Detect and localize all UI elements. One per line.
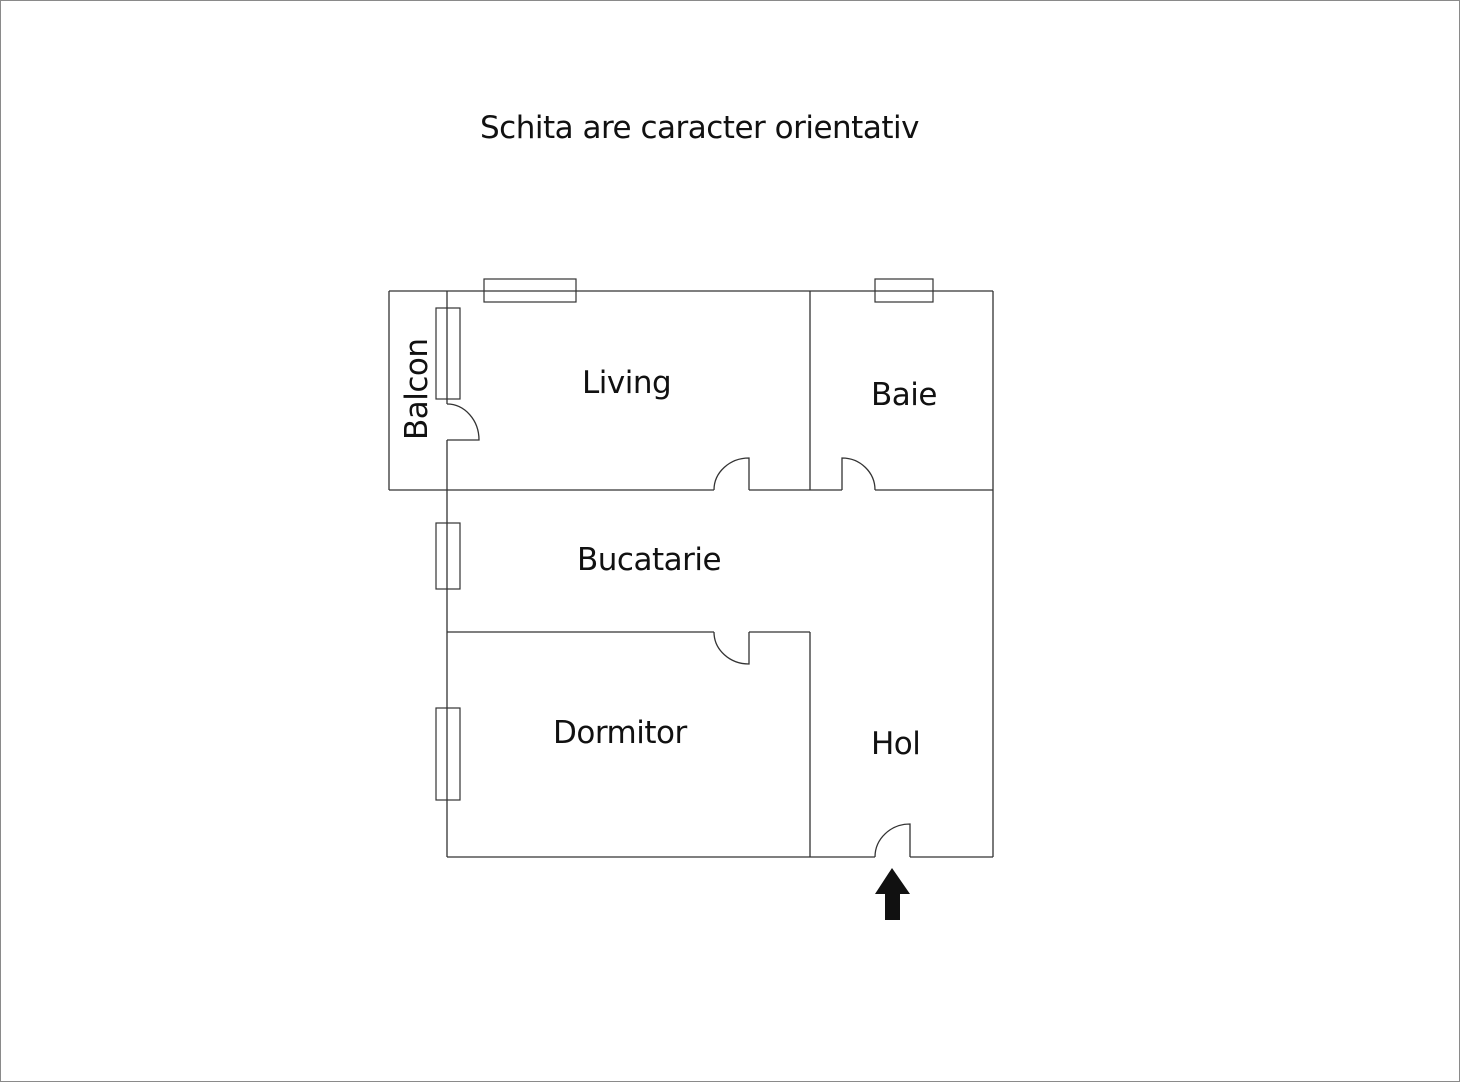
room-label-balcon: Balcon bbox=[399, 338, 435, 440]
room-label-living: Living bbox=[582, 365, 671, 401]
windows bbox=[435, 278, 934, 801]
window-bucatarie-left bbox=[435, 522, 461, 590]
window-living-top bbox=[483, 278, 577, 303]
door-balcon bbox=[446, 403, 480, 441]
room-label-dormitor: Dormitor bbox=[553, 715, 687, 751]
up-arrow-icon bbox=[875, 868, 910, 920]
doors bbox=[446, 403, 911, 858]
door-living bbox=[713, 457, 750, 491]
page-title: Schita are caracter orientativ bbox=[480, 110, 919, 146]
exterior-walls bbox=[446, 290, 994, 858]
balcony-walls bbox=[388, 290, 447, 491]
room-label-bucatarie: Bucatarie bbox=[577, 542, 721, 578]
door-dormitor bbox=[713, 631, 750, 665]
room-label-hol: Hol bbox=[871, 726, 920, 762]
window-baie-top bbox=[874, 278, 934, 303]
window-living-left bbox=[435, 307, 461, 400]
interior-walls bbox=[447, 291, 993, 857]
door-entrance bbox=[874, 823, 911, 858]
room-label-baie: Baie bbox=[871, 377, 937, 413]
door-baie bbox=[841, 457, 876, 491]
window-dormitor-left bbox=[435, 707, 461, 801]
